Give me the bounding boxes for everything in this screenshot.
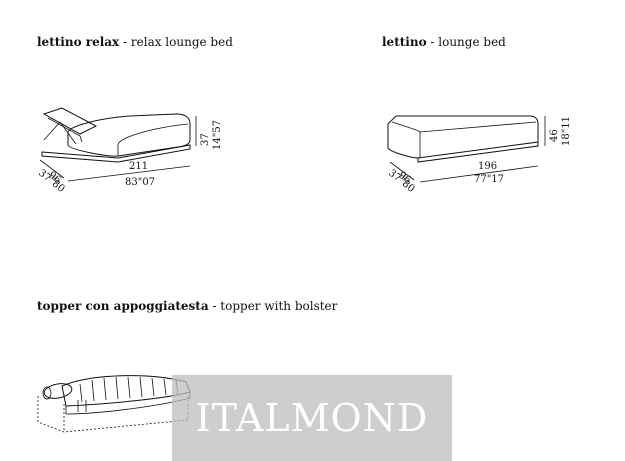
watermark-text: ITALMOND: [195, 396, 429, 440]
title-lounge-bed: lettino - lounge bed: [382, 35, 506, 49]
drawing-relax-lounge-bed: 211 83"07 96 37"80 37 14"57: [36, 107, 223, 195]
relax-width-dim-line: [67, 165, 191, 182]
topper-body: [61, 375, 191, 407]
title-lettino-desc: lounge bed: [438, 35, 506, 49]
relax-base-platform: [41, 144, 191, 163]
relax-height-in: 14"57: [212, 120, 223, 150]
relax-backrest-support: [43, 121, 77, 145]
relax-depth-dim-line: [39, 159, 65, 179]
topper-bolster: [43, 383, 73, 399]
relax-height-cm: 37: [200, 133, 211, 146]
topper-strap: [77, 400, 87, 412]
drawing-lounge-bed: 196 77"17 96 37"80 46 18"11: [386, 115, 572, 195]
lettino-width-in: 77"17: [474, 174, 504, 185]
lettino-height-in: 18"11: [561, 116, 572, 146]
lettino-width-dim-line: [419, 165, 539, 183]
lettino-width-cm: 196: [478, 161, 497, 172]
topper-bolster-end: [42, 386, 52, 400]
title-lettino-separator: -: [426, 35, 439, 49]
topper-quilting: [79, 376, 179, 403]
lettino-height-cm: 46: [549, 129, 560, 142]
lettino-base: [417, 142, 539, 163]
topper-dashed-bed: [37, 396, 189, 433]
relax-cushion: [67, 113, 191, 157]
lettino-depth-dim-line: [389, 161, 415, 181]
title-lettino-name: lettino: [382, 35, 427, 49]
italmond-watermark: ITALMOND: [172, 375, 452, 461]
relax-backrest: [42, 107, 98, 135]
title-topper-with-bolster: topper con appoggiatesta - topper with b…: [37, 299, 337, 313]
title-relax-lounge-bed: lettino relax - relax lounge bed: [37, 35, 233, 49]
title-topper-name: topper con appoggiatesta: [37, 299, 209, 313]
relax-width-cm: 211: [129, 161, 148, 172]
lettino-top-edge: [391, 121, 537, 133]
title-relax-separator: -: [119, 35, 131, 49]
relax-cushion-edge: [117, 123, 189, 156]
title-topper-desc: topper with bolster: [220, 299, 338, 313]
relax-width-in: 83"07: [125, 177, 155, 188]
lettino-cushion: [387, 115, 539, 159]
drawing-topper-with-bolster: [37, 375, 191, 433]
title-topper-separator: -: [208, 299, 221, 313]
title-relax-desc: relax lounge bed: [130, 35, 233, 49]
title-relax-name: lettino relax: [37, 35, 120, 49]
